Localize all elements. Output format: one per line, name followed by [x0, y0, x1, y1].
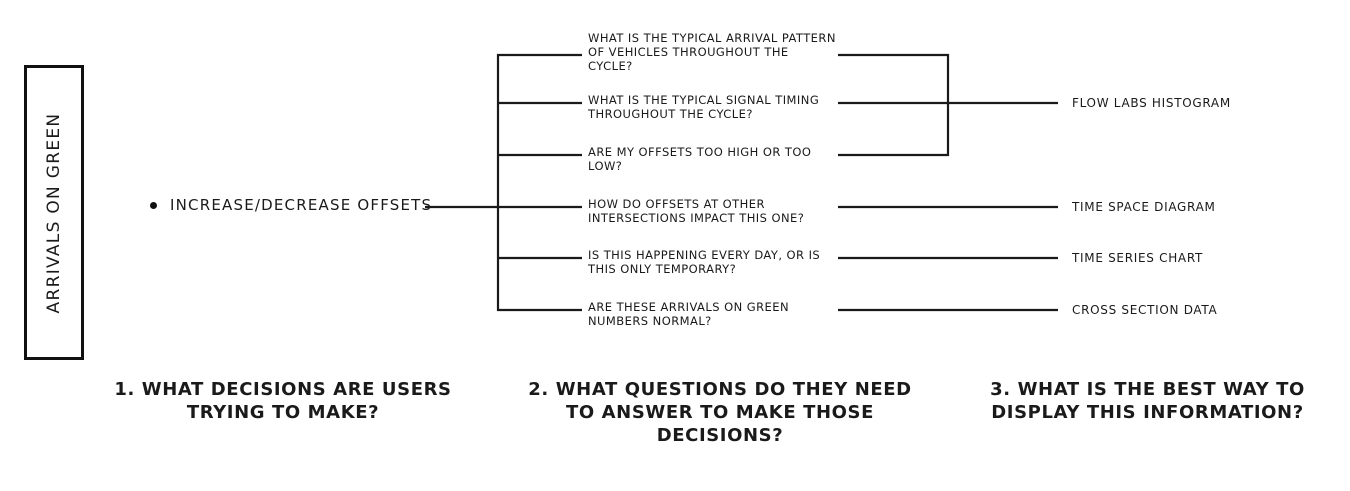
decision-item-increase-decrease-offsets[interactable]: INCREASE/DECREASE OFFSETS: [150, 196, 432, 214]
column-caption-1: 1. WHAT DECISIONS ARE USERS TRYING TO MA…: [114, 379, 452, 423]
visualization-label-time-series-chart: TIME SERIES CHART: [1072, 251, 1204, 265]
column-caption-3: 3. WHAT IS THE BEST WAY TO DISPLAY THIS …: [990, 379, 1305, 423]
bullet-icon: [150, 201, 157, 209]
question-item-q2: WHAT IS THE TYPICAL SIGNAL TIMING THROUG…: [588, 93, 820, 121]
question-item-q5: IS THIS HAPPENING EVERY DAY, OR IS THIS …: [588, 248, 821, 276]
visualization-label-flow-labs-histogram: FLOW LABS HISTOGRAM: [1072, 96, 1231, 110]
visualization-label-cross-section-data: CROSS SECTION DATA: [1072, 303, 1218, 317]
decision-label: INCREASE/DECREASE OFFSETS: [170, 196, 433, 214]
column-caption-2: 2. WHAT QUESTIONS DO THEY NEED TO ANSWER…: [528, 379, 912, 446]
visualization-label-time-space-diagram: TIME SPACE DIAGRAM: [1072, 200, 1216, 214]
question-item-q6: ARE THESE ARRIVALS ON GREEN NUMBERS NORM…: [588, 300, 790, 328]
question-item-q4: HOW DO OFFSETS AT OTHER INTERSECTIONS IM…: [588, 197, 805, 225]
arrivals-on-green-box: ARRIVALS ON GREEN: [24, 65, 84, 360]
arrivals-on-green-label: ARRIVALS ON GREEN: [44, 112, 64, 313]
question-item-q3: ARE MY OFFSETS TOO HIGH OR TOO LOW?: [588, 145, 812, 173]
question-item-q1: WHAT IS THE TYPICAL ARRIVAL PATTERN OF V…: [588, 31, 836, 73]
